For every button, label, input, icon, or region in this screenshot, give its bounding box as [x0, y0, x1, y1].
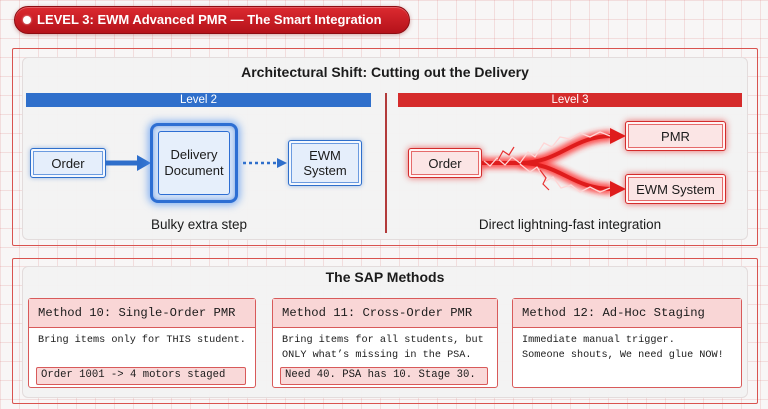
level3-ewm-label: EWM System [636, 181, 715, 197]
method-card-body-line: ONLY what’s missing in the PSA. [282, 350, 472, 361]
level2-ewm-label: EWM System [303, 148, 347, 178]
level2-order-node: Order [30, 148, 106, 178]
level3-pmr-label: PMR [661, 128, 690, 144]
method-card-body-line: Immediate manual trigger. [522, 335, 675, 346]
method-card-body-line: Bring items for all students, but [282, 335, 484, 346]
method-card-body: Immediate manual trigger. Someone shouts… [522, 333, 724, 363]
method-card-title: Method 11: Cross-Order PMR [273, 299, 497, 328]
method-card-title: Method 10: Single-Order PMR [29, 299, 255, 328]
lightning-arrowhead-pmr [610, 128, 626, 144]
methods-title: The SAP Methods [325, 269, 445, 285]
architecture-title: Architectural Shift: Cutting out the Del… [241, 64, 529, 80]
method-card-body: Bring items for all students, but ONLY w… [282, 333, 484, 363]
delivery-document-node: Delivery Document [150, 123, 238, 203]
method-card-12: Method 12: Ad-Hoc Staging Immediate manu… [512, 298, 742, 388]
dot-icon [23, 16, 31, 24]
method-card-body-line: Someone shouts, We need glue NOW! [522, 350, 724, 361]
level2-order-label: Order [51, 155, 85, 171]
level3-ewm-node: EWM System [625, 174, 726, 204]
delivery-to-ewm-arrowhead [277, 158, 287, 168]
lightning-spark-branch-b [539, 169, 550, 191]
level3-bar: Level 3 [398, 93, 742, 107]
level2-bar: Level 2 [26, 93, 371, 107]
level3-order-label: Order [428, 155, 462, 171]
header-banner: LEVEL 3: EWM Advanced PMR — The Smart In… [14, 6, 410, 34]
method-card-10: Method 10: Single-Order PMR Bring items … [28, 298, 256, 388]
lightning-arrowhead-ewm [610, 181, 626, 197]
lightning-spark-branch-a [497, 146, 515, 161]
method-card-body: Bring items only for THIS student. [38, 333, 246, 348]
methods-frame [12, 258, 758, 404]
method-card-example: Need 40. PSA has 10. Stage 30. [280, 367, 488, 385]
method-card-example: Order 1001 -> 4 motors staged [36, 367, 246, 385]
delivery-document-inner: Delivery Document [158, 131, 230, 195]
level3-order-node: Order [408, 148, 482, 178]
level2-caption: Bulky extra step [150, 217, 248, 232]
level3-pmr-node: PMR [625, 121, 726, 151]
section-divider [385, 93, 387, 233]
delivery-document-label: Delivery Document [164, 147, 224, 178]
level3-caption: Direct lightning-fast integration [478, 217, 662, 232]
level2-ewm-node: EWM System [288, 140, 362, 186]
order-to-delivery-arrowhead [137, 155, 151, 171]
lightning-spark-upper [483, 131, 611, 167]
method-card-body-line: Bring items only for THIS student. [38, 335, 246, 346]
lightning-bolt-group [480, 128, 626, 197]
architecture-frame [12, 48, 758, 246]
lightning-core-to-ewm [519, 161, 613, 191]
header-title: LEVEL 3: EWM Advanced PMR — The Smart In… [37, 12, 382, 27]
method-card-title: Method 12: Ad-Hoc Staging [513, 299, 741, 328]
lightning-spark-lower [519, 163, 611, 193]
method-card-11: Method 11: Cross-Order PMR Bring items f… [272, 298, 498, 388]
